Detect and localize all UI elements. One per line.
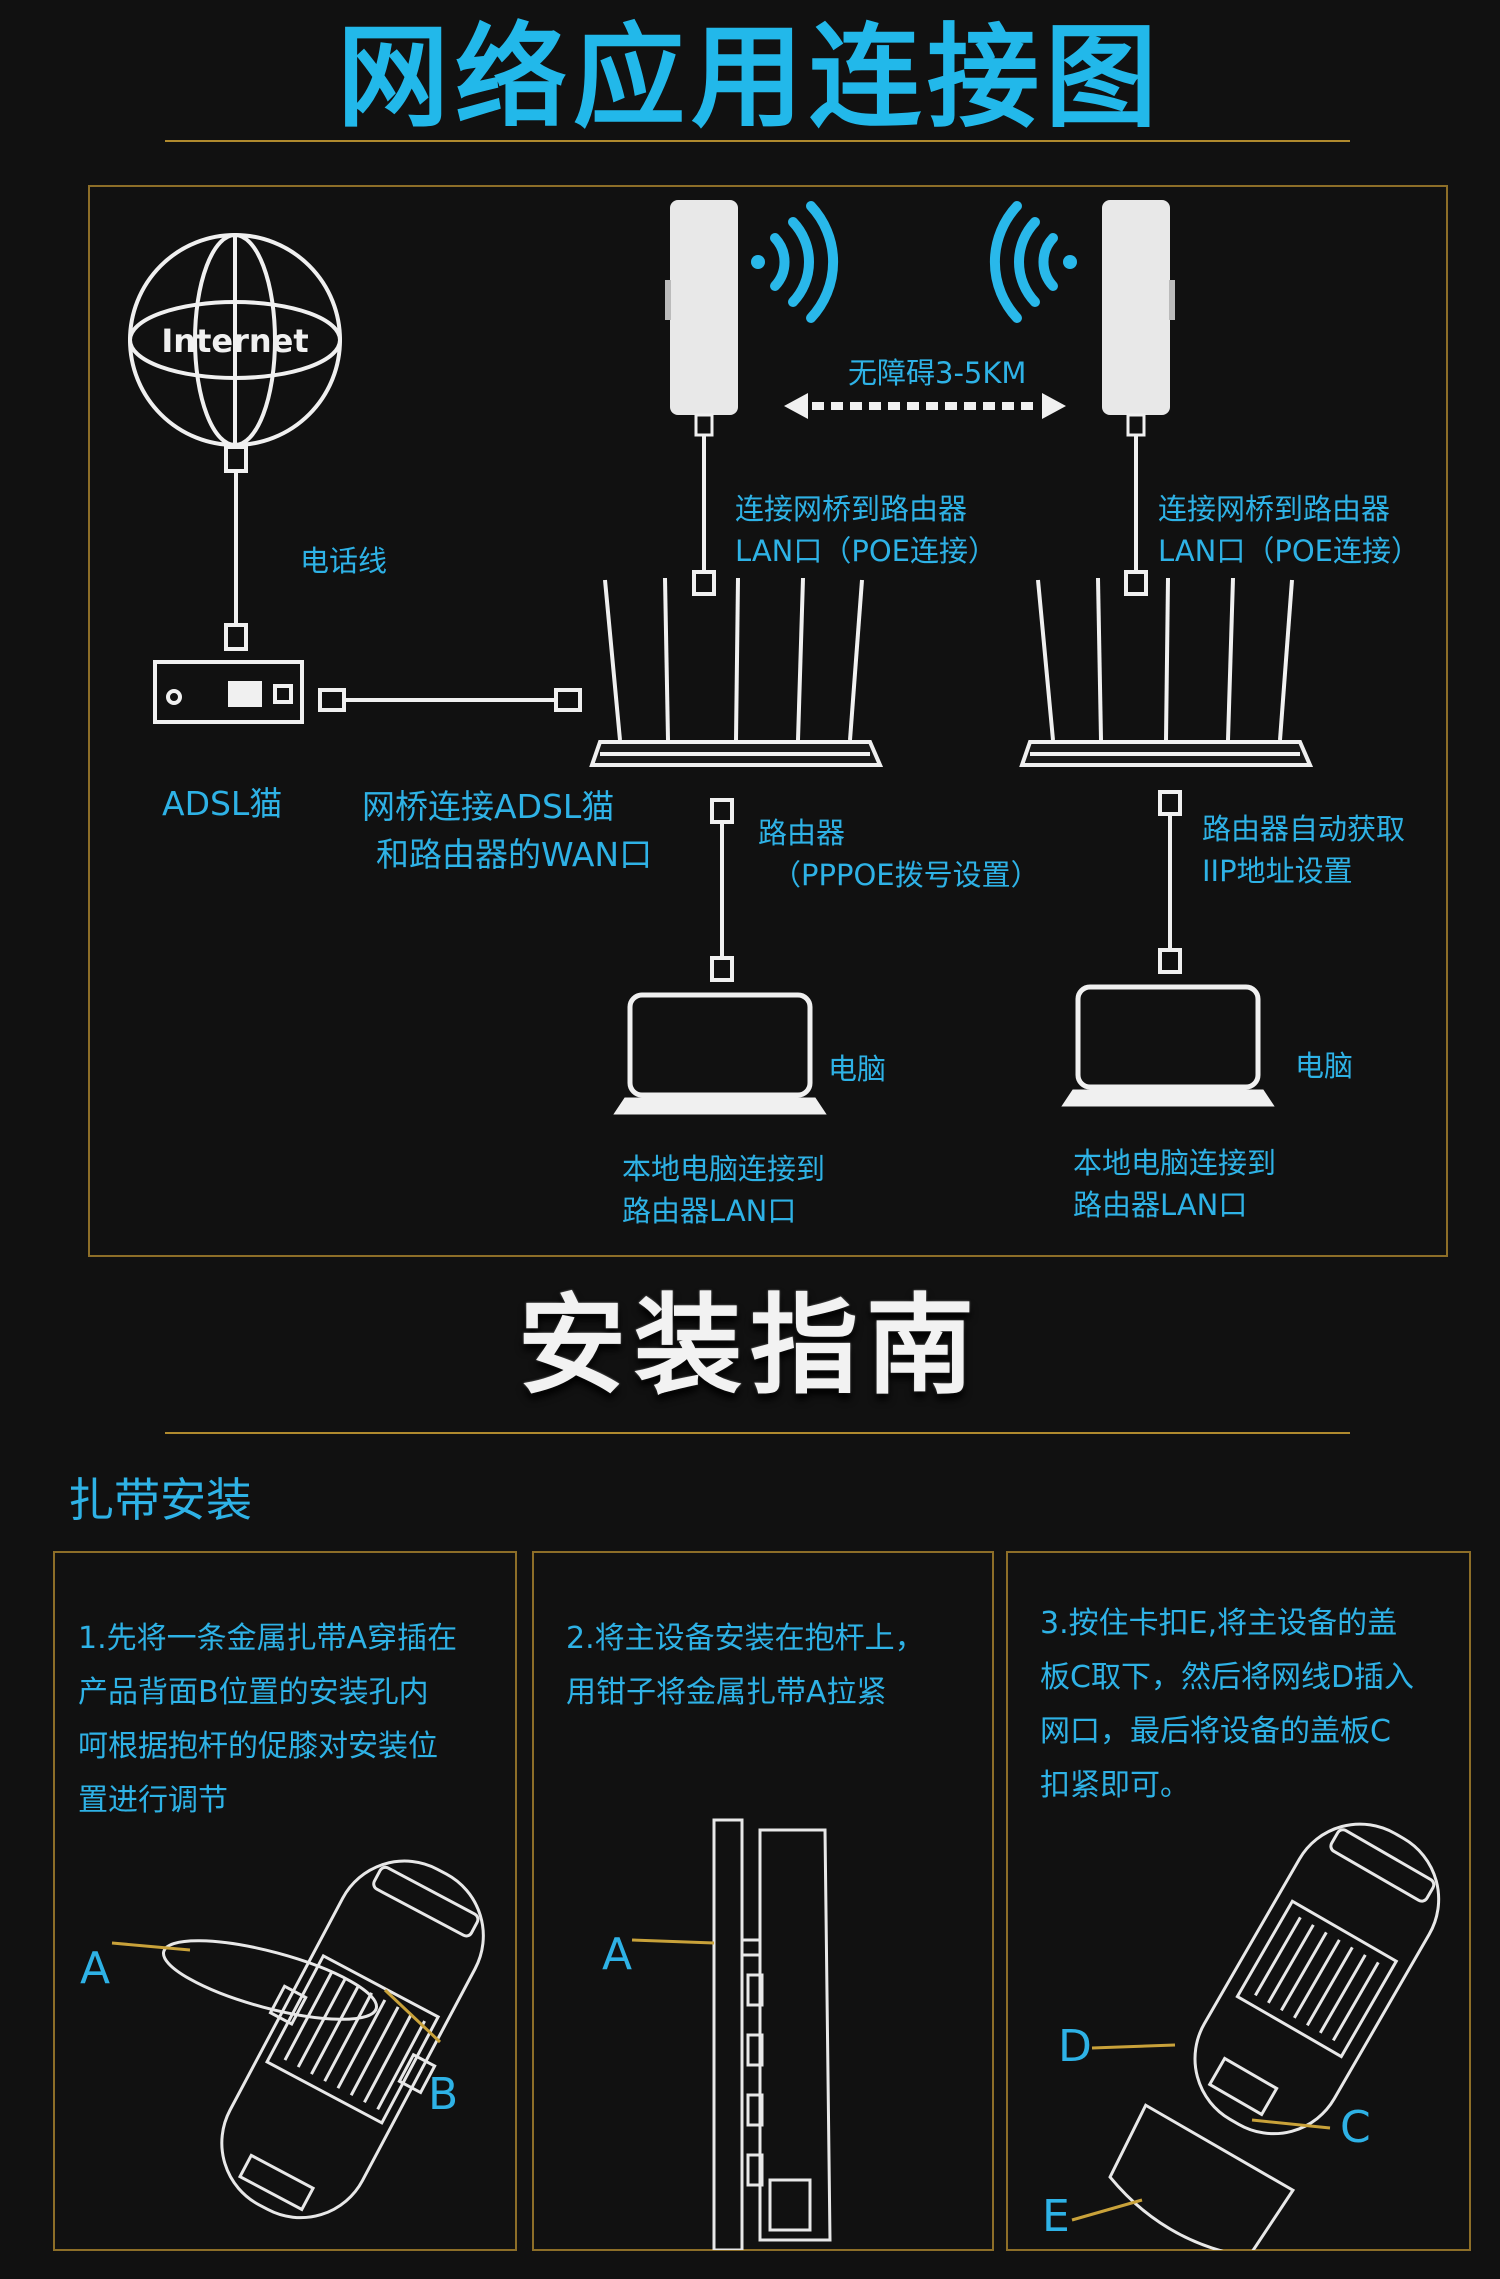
bridge-left-icon [665, 200, 738, 437]
router-right-icon [1019, 577, 1314, 767]
adsl-modem-icon [153, 660, 304, 724]
phone-line-label: 电话线 [300, 544, 388, 578]
adsl-router-cable [318, 688, 582, 712]
step-panel-2 [532, 1551, 994, 2251]
step-panel-3 [1006, 1551, 1471, 2251]
internet-label: Internet [161, 322, 308, 360]
distance-label: 无障碍3-5KM [848, 356, 1027, 390]
step-1-label-b: B [428, 2069, 459, 2120]
adsl-label: ADSL猫 [162, 784, 283, 823]
distance-arrow [784, 393, 1066, 419]
install-illustrations [111, 1818, 1441, 2250]
step-panel-1 [53, 1551, 517, 2251]
pc-left-label: 电脑 [828, 1052, 887, 1086]
network-diagram: Internet [128, 200, 1314, 1115]
wifi-signal-left-icon [751, 201, 839, 323]
step-1-device-illustration [162, 1859, 485, 2220]
laptop-left-icon [613, 992, 827, 1115]
router-left-icon [589, 577, 884, 767]
step-2-device-illustration [712, 1818, 832, 2250]
page-title: 网络应用连接图 [337, 13, 1163, 143]
step-3-text: 3.按住卡扣E,将主设备的盖 板C取下，然后将网线D插入 网口，最后将设备的盖板… [1040, 1606, 1415, 1803]
bridge-router-right-label: 连接网桥到路由器 LAN口（POE连接） [1158, 492, 1420, 568]
pc-right-desc: 本地电脑连接到 路由器LAN口 [1073, 1146, 1277, 1222]
step-3-label-e: E [1042, 2191, 1070, 2242]
step-1-label-a: A [80, 1943, 111, 1994]
router-left-label: 路由器 （PPPOE拨号设置） [758, 816, 1040, 892]
step-2-label-a: A [602, 1929, 633, 1980]
diagram-frame [88, 185, 1448, 1257]
laptop-right-icon [1061, 984, 1275, 1107]
step-1-text: 1.先将一条金属扎带A穿插在 产品背面B位置的安装孔内 呵根据抱杆的促膝对安装位… [78, 1621, 458, 1818]
step-3-device-illustration [1108, 1822, 1441, 2250]
install-divider [165, 1432, 1350, 1434]
install-title: 安装指南 [517, 1284, 982, 1409]
bridge-router-left-label: 连接网桥到路由器 LAN口（POE连接） [735, 492, 997, 568]
step-2-text: 2.将主设备安装在抱杆上， 用钳子将金属扎带A拉紧 [566, 1621, 925, 1710]
wifi-signal-right-icon [989, 201, 1077, 323]
step-3-label-d: D [1058, 2021, 1092, 2072]
bridge-right-icon [1102, 200, 1175, 437]
install-subtitle: 扎带安装 [68, 1473, 252, 1527]
router-pc-cables [710, 790, 1182, 982]
pc-right-label: 电脑 [1295, 1049, 1354, 1083]
phone-line-cable [224, 445, 248, 651]
bridge-router-cables [692, 435, 1148, 596]
step-3-label-c: C [1340, 2102, 1371, 2153]
adsl-wan-label: 网桥连接ADSL猫 和路由器的WAN口 [362, 787, 653, 874]
router-right-label: 路由器自动获取 IIP地址设置 [1202, 812, 1406, 888]
pc-left-desc: 本地电脑连接到 路由器LAN口 [622, 1152, 826, 1228]
title-divider [165, 140, 1350, 142]
